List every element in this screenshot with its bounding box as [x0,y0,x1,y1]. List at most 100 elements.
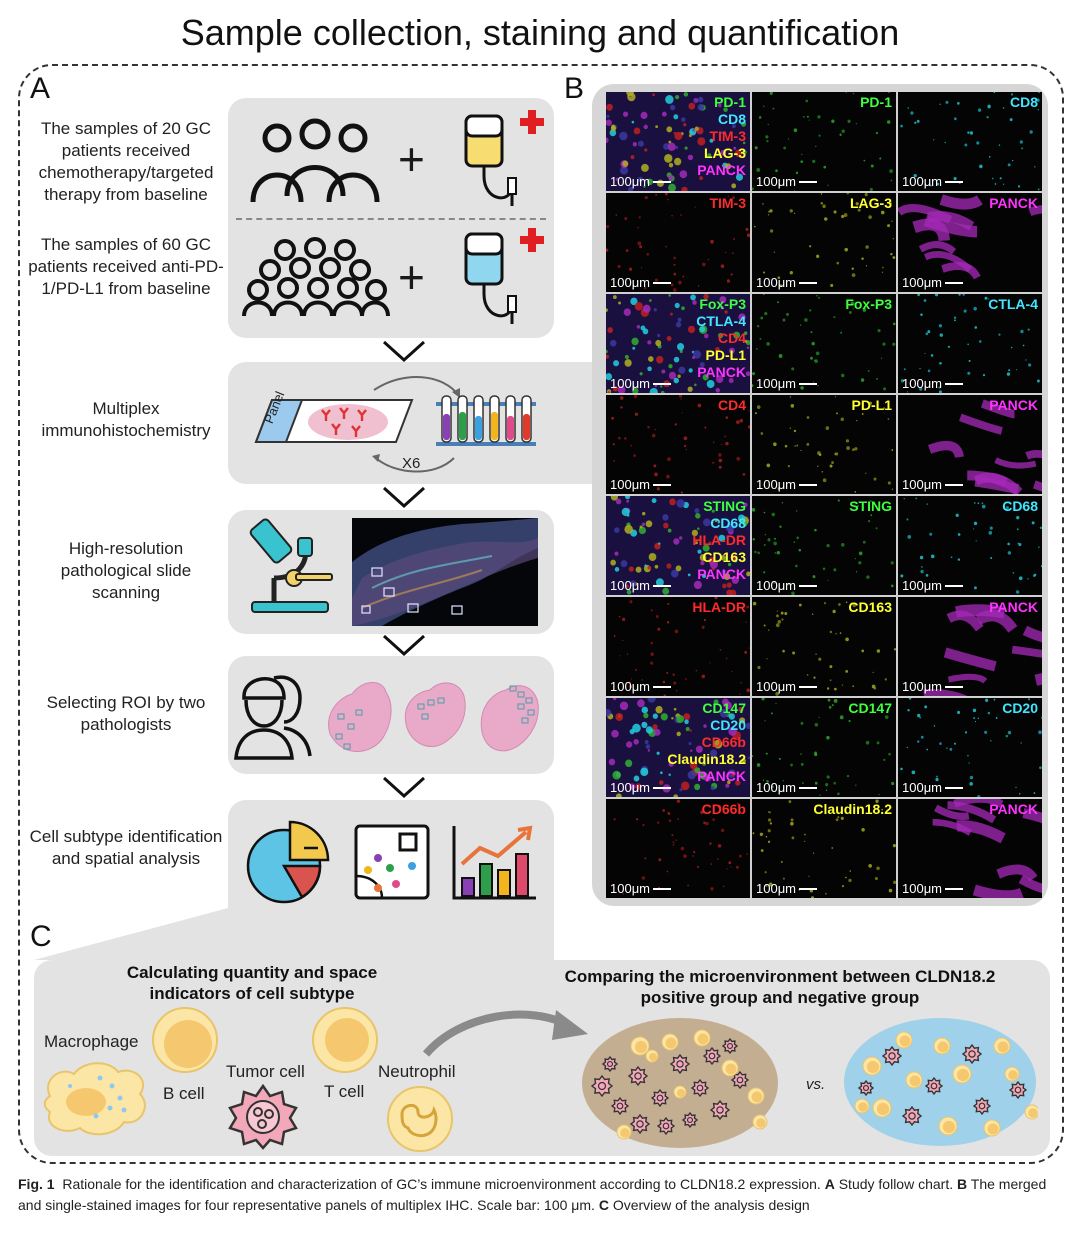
immunotherapy-iv-bag-icon [464,228,544,324]
stain-texture [900,497,1042,594]
marker-label: HLA-DR [692,532,746,548]
marker-label: PANCK [989,801,1038,817]
scale-bar: 100μm [902,174,964,189]
immune-cell-nucleus [725,1063,737,1075]
scale-bar-text: 100μm [756,376,797,391]
tumor-cell [627,1065,649,1087]
immune-cell-nucleus [987,1123,999,1135]
chevron-down-icon [382,776,426,799]
marker-label-stack: CD163 [848,599,892,616]
b-cell-label: B cell [163,1084,205,1103]
tumor-cell-nucleus [736,1076,744,1084]
tumor-cell [924,1076,944,1096]
scale-bar-text: 100μm [610,881,651,896]
scale-bar-line [799,584,818,587]
pathologists-icon [234,675,312,760]
tumor-cell-nucleus [862,1084,870,1092]
tumor-cell-icon [228,1084,298,1150]
chevron-down-icon [382,340,426,363]
marker-label-stack: Claudin18.2 [813,801,892,818]
scale-bar-text: 100μm [756,477,797,492]
immune-cell-nucleus [937,1041,949,1053]
marker-label: PANCK [697,566,746,582]
immune-cell-nucleus [997,1041,1009,1053]
marker-label-stack: PD-1 [860,94,892,111]
stain-texture [613,597,750,696]
scale-bar: 100μm [610,780,672,795]
scale-bar-line [653,887,672,890]
patients-group-icon [250,118,380,203]
scale-bar: 100μm [610,477,672,492]
marker-label: PANCK [697,768,746,784]
marker-label: PANCK [989,599,1038,615]
marker-label: PD-L1 [705,347,746,363]
t-cell-icon [312,1007,378,1073]
marker-label: STING [849,498,892,514]
scale-bar-text: 100μm [902,578,943,593]
tumor-cell-nucleus [676,1060,684,1068]
scale-bar-line [945,887,964,890]
step-analysis-text: Cell subtype identification and spatial … [29,827,223,868]
stain-texture [606,698,750,797]
marker-label: CD147 [702,700,746,716]
bar-trend-chart-icon [452,825,536,900]
immune-cell-nucleus [751,1091,763,1103]
scale-bar: 100μm [756,881,818,896]
stain-texture [752,294,896,391]
scanned-slide-image [352,518,538,626]
tumor-cell-nucleus [888,1052,896,1060]
caption-a-key: A [824,1176,835,1192]
marker-label-stack: CD20 [1002,700,1038,717]
marker-label: PANCK [697,364,746,380]
scale-bar: 100μm [902,881,964,896]
marker-label: CD20 [710,717,746,733]
stain-texture [606,193,750,292]
marker-label: LAG-3 [704,145,746,161]
neutrophil-label: Neutrophil [378,1062,456,1081]
stain-texture [611,395,750,494]
multiplex-staining-icon [254,376,536,473]
marker-label: CD163 [848,599,892,615]
quantity-indicators-title: Calculating quantity and space indicator… [126,963,378,1003]
scale-bar-line [653,382,672,385]
tumor-cell [730,1070,750,1090]
marker-label-stack: CD68 [1002,498,1038,515]
outer-dashed-frame [18,64,1064,1164]
spatial-analysis-icon [354,824,430,900]
marker-label: CD8 [717,111,746,127]
scale-bar: 100μm [756,174,818,189]
scale-bar-text: 100μm [610,376,651,391]
chemotherapy-iv-bag-icon [464,110,544,206]
neutrophil-cell-icon [387,1086,453,1152]
scale-bar-line [799,382,818,385]
mihc-image-tile: CD20 100μm [898,698,1042,797]
scale-bar: 100μm [902,477,964,492]
figure-title: Sample collection, staining and quantifi… [180,12,900,53]
tumor-cell-nucleus [662,1122,670,1130]
immune-cell-nucleus [899,1035,911,1047]
scale-bar-text: 100μm [902,780,943,795]
scale-bar-line [799,887,818,890]
step-chemo-group-text: The samples of 20 GC patients received c… [38,119,214,204]
marker-label: Claudin18.2 [813,801,892,817]
tumor-cell-label: Tumor cell [226,1062,305,1081]
tumor-cell-nucleus [716,1106,724,1114]
tumor-cell-nucleus [696,1084,704,1092]
scale-bar-text: 100μm [756,578,797,593]
marker-label-stack: STING [849,498,892,515]
scale-bar: 100μm [610,376,672,391]
stain-texture [923,604,1042,696]
stain-texture [932,799,1042,898]
tumor-cell-nucleus [656,1094,664,1102]
stain-texture [752,601,896,696]
scale-bar-line [653,180,672,183]
